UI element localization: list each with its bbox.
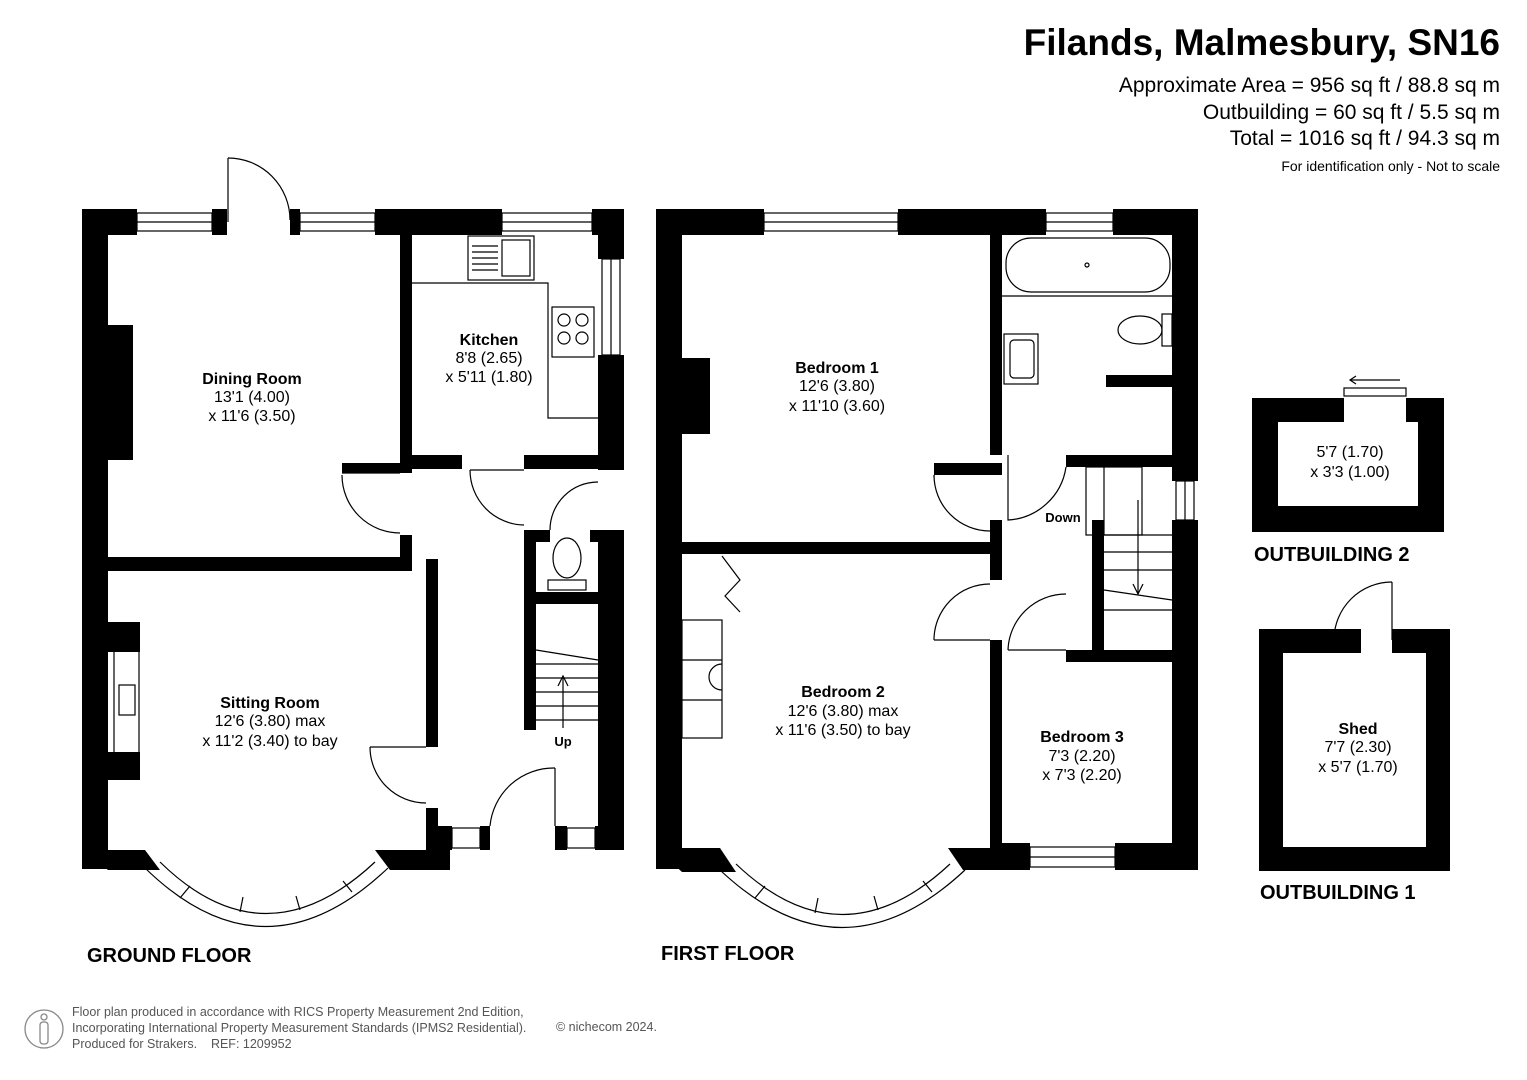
stairs-down-label: Down: [1045, 510, 1080, 525]
dining-room-dim2: x 11'6 (3.50): [208, 408, 295, 425]
outbuilding-1-title: OUTBUILDING 1: [1260, 882, 1416, 904]
kitchen-dim2: x 5'11 (1.80): [445, 369, 532, 386]
footer-line-3: Produced for Strakers. REF: 1209952: [72, 1037, 292, 1051]
dining-room-dim1: 13'1 (4.00): [214, 389, 290, 406]
outbuilding-2-dim1: 5'7 (1.70): [1316, 444, 1383, 461]
kitchen-fittings: [113, 235, 598, 756]
bedroom-2-dim2: x 11'6 (3.50) to bay: [775, 722, 910, 739]
approximate-area: Approximate Area = 956 sq ft / 88.8 sq m: [1118, 74, 1500, 97]
stairs-up-label: Up: [554, 734, 571, 749]
bedroom-3-label: Bedroom 3: [1040, 729, 1124, 746]
bedroom-2-label: Bedroom 2: [801, 684, 885, 701]
shed-walls: [1259, 629, 1450, 871]
ground-floor-doors: [227, 157, 599, 827]
outbuilding-2-dim2: x 3'3 (1.00): [1310, 464, 1390, 481]
sitting-room-dim1: 12'6 (3.80) max: [215, 713, 326, 730]
sitting-room-dim2: x 11'2 (3.40) to bay: [202, 733, 337, 750]
outbuilding-2-title: OUTBUILDING 2: [1254, 544, 1410, 566]
bedroom-3-dim2: x 7'3 (2.20): [1042, 767, 1122, 784]
ground-floor-stairs: [535, 649, 599, 728]
bedroom-1-dim2: x 11'10 (3.60): [789, 398, 885, 415]
outbuilding-area: Outbuilding = 60 sq ft / 5.5 sq m: [1202, 101, 1500, 124]
bedroom-1-dim1: 12'6 (3.80): [799, 378, 875, 395]
shed-dim2: x 5'7 (1.70): [1318, 759, 1398, 776]
dining-room-label: Dining Room: [202, 371, 302, 388]
bedroom-1-label: Bedroom 1: [795, 360, 879, 377]
outbuilding-2-door: [1343, 375, 1407, 397]
sitting-room-label: Sitting Room: [220, 695, 320, 712]
kitchen-label: Kitchen: [460, 332, 519, 349]
ground-floor-title: GROUND FLOOR: [87, 945, 252, 967]
total-area: Total = 1016 sq ft / 94.3 sq m: [1229, 127, 1500, 150]
first-floor-title: FIRST FLOOR: [661, 943, 795, 965]
scale-note: For identification only - Not to scale: [1281, 158, 1500, 174]
first-floor-windows: [719, 212, 1195, 929]
page-title: Filands, Malmesbury, SN16: [1023, 22, 1500, 63]
footer-line-1: Floor plan produced in accordance with R…: [72, 1005, 524, 1019]
kitchen-dim1: 8'8 (2.65): [455, 350, 522, 367]
ground-floor-walls: [82, 209, 624, 870]
first-floor-doors: [681, 455, 1067, 739]
shed-dim1: 7'7 (2.30): [1324, 739, 1391, 756]
outbuilding-2-walls: [1252, 398, 1444, 532]
person-icon: [24, 1009, 64, 1049]
footer-line-2: Incorporating International Property Mea…: [72, 1021, 527, 1035]
shed-label: Shed: [1338, 721, 1377, 738]
bedroom-3-dim1: 7'3 (2.20): [1048, 748, 1115, 765]
shed-door: [1333, 581, 1393, 641]
first-floor-walls: [656, 209, 1198, 872]
copyright: © nichecom 2024.: [556, 1020, 657, 1034]
first-floor-stairs: [1085, 466, 1173, 611]
bedroom-2-dim1: 12'6 (3.80) max: [788, 703, 899, 720]
footer-text: Floor plan produced in accordance with R…: [72, 1004, 526, 1052]
bathroom-fittings: [1002, 237, 1173, 385]
ground-floor-windows: [136, 212, 621, 928]
